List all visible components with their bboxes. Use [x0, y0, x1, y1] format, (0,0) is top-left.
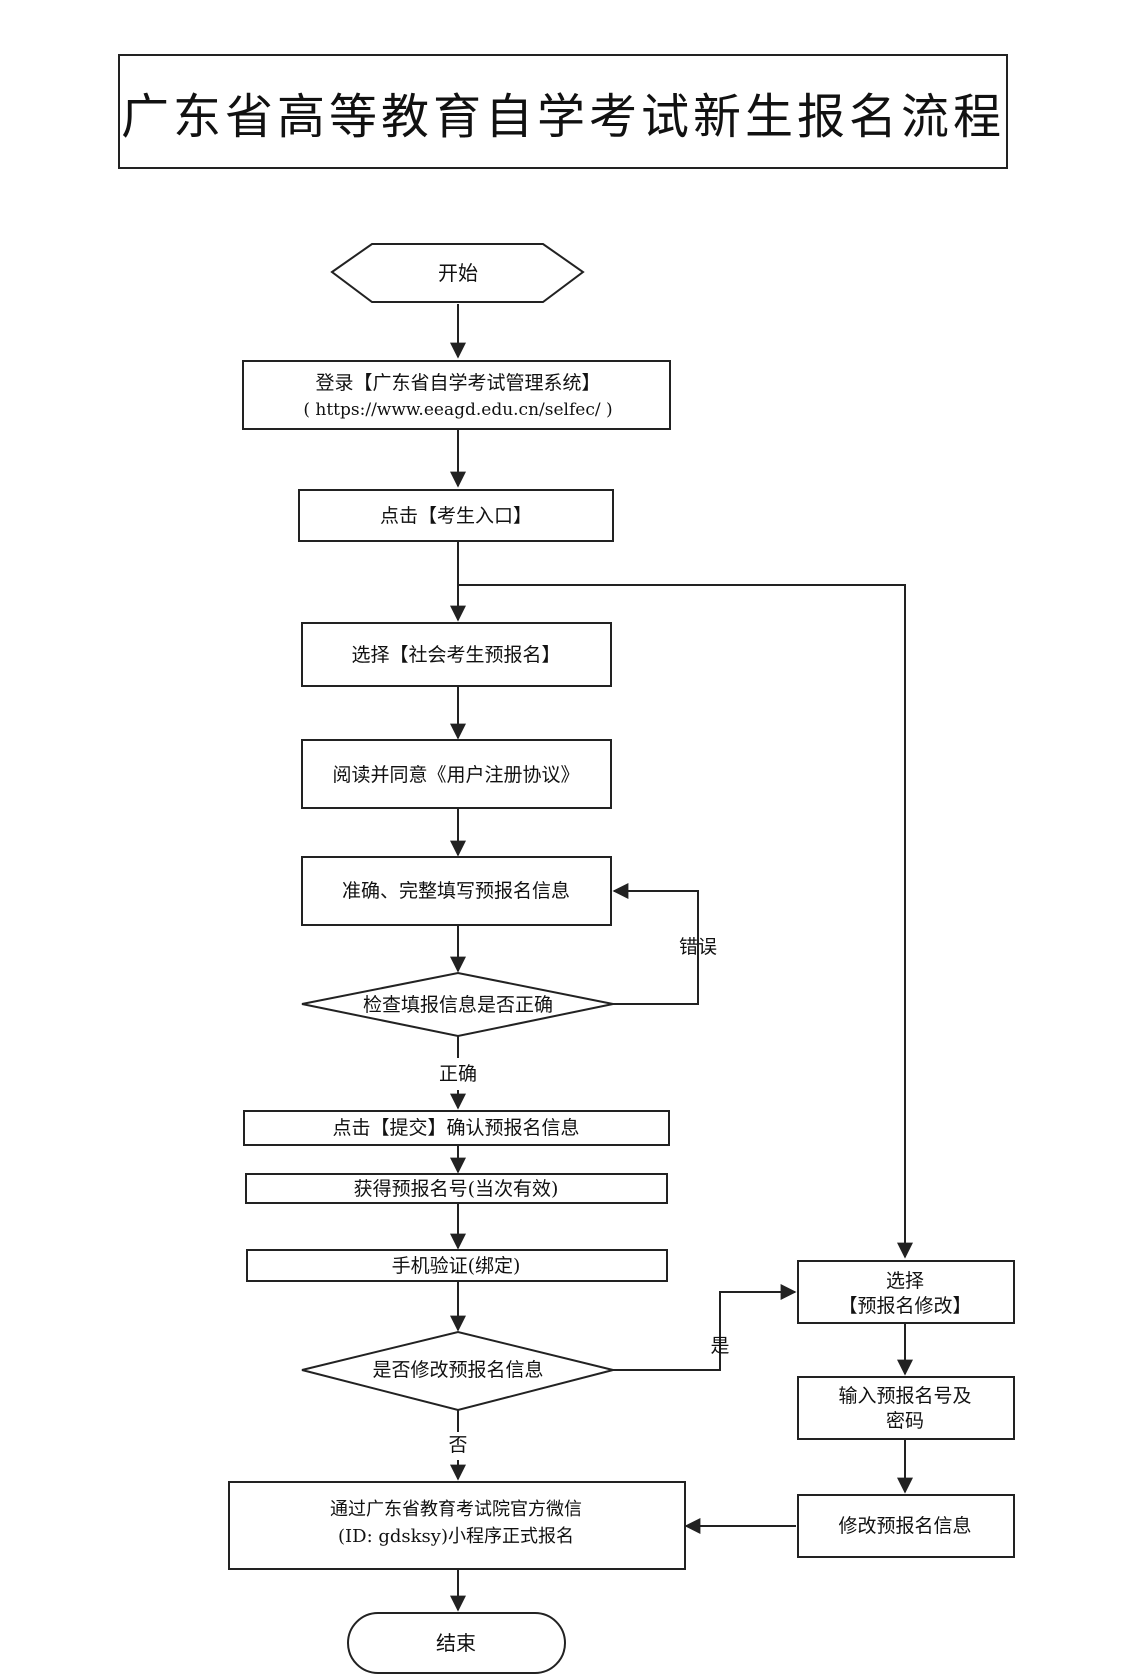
- official-register-node: 通过广东省教育考试院官方微信 (ID: gdsksy)小程序正式报名: [228, 1481, 686, 1570]
- select-modify-label-line2: 【预报名修改】: [838, 1295, 971, 1317]
- read-agree-label: 阅读并同意《用户注册协议》: [332, 764, 579, 786]
- fill-info-node: 准确、完整填写预报名信息: [301, 856, 612, 926]
- select-prereg-node: 选择【社会考生预报名】: [301, 622, 612, 687]
- fill-info-label: 准确、完整填写预报名信息: [342, 880, 570, 902]
- modify-decision-shape: [301, 1330, 614, 1412]
- get-number-node: 获得预报名号(当次有效): [245, 1173, 668, 1204]
- modify-info-label: 修改预报名信息: [838, 1515, 971, 1537]
- submit-node: 点击【提交】确认预报名信息: [243, 1110, 670, 1146]
- login-label-line1: 登录【广东省自学考试管理系统】: [315, 372, 600, 394]
- input-number-box: [797, 1376, 1015, 1440]
- submit-box: [243, 1110, 670, 1146]
- official-register-box: [228, 1481, 686, 1570]
- modify-decision-label: 是否修改预报名信息: [372, 1359, 543, 1381]
- edge-label-correct: 正确: [439, 1063, 477, 1085]
- check-decision-shape: [301, 971, 614, 1038]
- input-number-node: 输入预报名号及 密码: [797, 1376, 1015, 1440]
- click-entry-label: 点击【考生入口】: [380, 505, 532, 527]
- login-node: 登录【广东省自学考试管理系统】 ( https://www.eeagd.edu.…: [242, 360, 671, 430]
- input-number-label-line2: 密码: [886, 1410, 924, 1432]
- submit-label: 点击【提交】确认预报名信息: [332, 1117, 579, 1139]
- modify-info-box: [797, 1494, 1015, 1558]
- start-shape: [330, 243, 585, 303]
- end-shape: [347, 1612, 566, 1674]
- select-prereg-label: 选择【社会考生预报名】: [351, 644, 560, 666]
- select-modify-label-line1: 选择: [886, 1270, 924, 1292]
- get-number-box: [245, 1173, 668, 1204]
- check-decision-label: 检查填报信息是否正确: [363, 994, 553, 1016]
- click-entry-box: [298, 489, 614, 542]
- read-agree-node: 阅读并同意《用户注册协议》: [301, 739, 612, 809]
- end-node: 结束: [347, 1612, 566, 1674]
- official-register-label-line1: 通过广东省教育考试院官方微信: [330, 1499, 582, 1520]
- arrow-check-error-loop: [612, 883, 699, 1005]
- edge-label-no: 否: [448, 1434, 467, 1456]
- login-box: [242, 360, 671, 430]
- select-prereg-box: [301, 622, 612, 687]
- select-modify-box: [797, 1260, 1015, 1324]
- edge-label-error: 错误: [679, 936, 717, 958]
- select-modify-node: 选择 【预报名修改】: [797, 1260, 1015, 1324]
- modify-decision-node: 是否修改预报名信息: [301, 1330, 614, 1412]
- arrow-modifyq-yes: [613, 1284, 797, 1371]
- modify-info-node: 修改预报名信息: [797, 1494, 1015, 1558]
- read-agree-box: [301, 739, 612, 809]
- get-number-label: 获得预报名号(当次有效): [354, 1178, 559, 1200]
- arrow-entry-modify-branch: [458, 584, 913, 1259]
- phone-verify-node: 手机验证(绑定): [246, 1249, 668, 1282]
- phone-verify-box: [246, 1249, 668, 1282]
- check-decision-node: 检查填报信息是否正确: [301, 971, 614, 1038]
- start-label: 开始: [438, 261, 478, 285]
- click-entry-node: 点击【考生入口】: [298, 489, 614, 542]
- start-node: 开始: [330, 243, 585, 303]
- page-title: 广东省高等教育自学考试新生报名流程: [120, 88, 1005, 145]
- input-number-label-line1: 输入预报名号及: [838, 1385, 971, 1407]
- phone-verify-label: 手机验证(绑定): [392, 1255, 521, 1277]
- official-register-label-line2: (ID: gdsksy)小程序正式报名: [338, 1526, 574, 1547]
- fill-info-box: [301, 856, 612, 926]
- title-box: 广东省高等教育自学考试新生报名流程: [118, 54, 1008, 169]
- connectors: [450, 304, 913, 1612]
- login-label-line2: ( https://www.eeagd.edu.cn/selfec/ ): [303, 400, 612, 420]
- end-label: 结束: [436, 1631, 476, 1655]
- edge-label-yes: 是: [710, 1335, 729, 1357]
